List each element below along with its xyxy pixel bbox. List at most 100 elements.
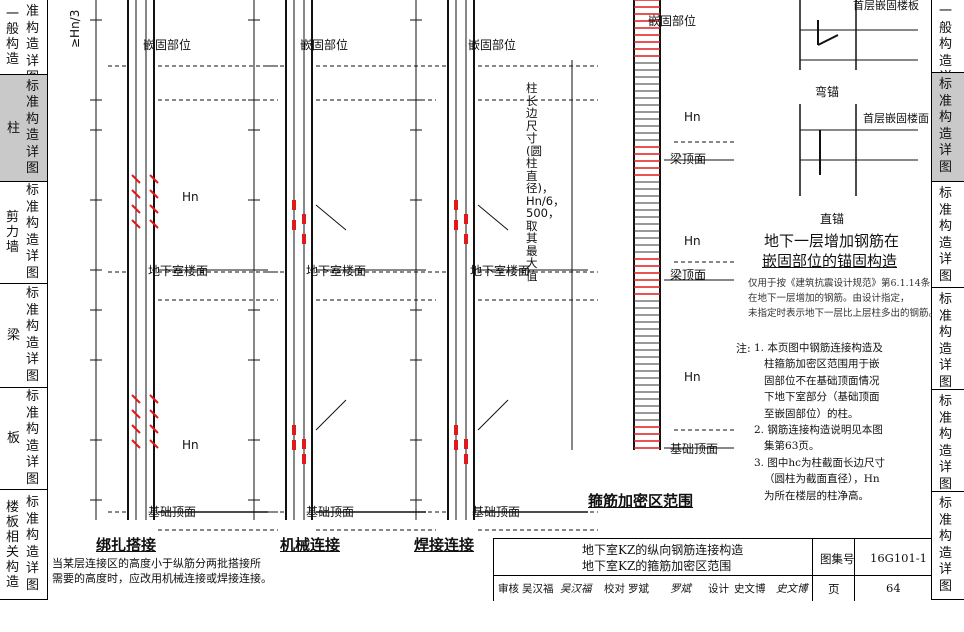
note-line: 1. 本页图中钢筋连接构造及	[754, 342, 883, 354]
leader-line	[477, 399, 509, 431]
nav-item-4[interactable]: 板标准构造详图	[0, 388, 47, 490]
design-label: 设计	[708, 583, 729, 595]
nav-item-std: 标准构造详图	[26, 389, 40, 487]
connector-mark	[454, 200, 458, 210]
review-label: 审核	[498, 583, 519, 595]
right-nav-item-0[interactable]: 一般构造详图	[932, 0, 964, 102]
hn-label-5: Hn	[684, 234, 701, 248]
lap-note: 当某层连接区的高度小于纵筋分两批搭接所 需要的高度时，应改用机械连接或焊接连接。	[52, 556, 272, 586]
lap-splice-mark	[149, 189, 159, 199]
right-nav-item-2[interactable]: 标准构造详图	[932, 182, 964, 288]
nav-item-std: 标准构造详图	[26, 495, 40, 593]
nav-item-1[interactable]: 柱标准构造详图	[0, 75, 47, 182]
right-nav-label: 标准构造详图	[939, 394, 953, 492]
anchor-title-1: 地下一层增加钢筋在	[764, 232, 900, 250]
note-line: 下地下室部分（基础顶面	[754, 391, 880, 404]
foundation-top-1: 基础顶面	[148, 505, 197, 519]
connector-mark	[302, 234, 306, 244]
lap-splice-mark	[131, 189, 141, 199]
right-nav-item-1[interactable]: 标准构造详图	[932, 73, 964, 182]
review-name: 吴汉福	[522, 583, 554, 595]
lap-splice-mark	[131, 424, 141, 434]
design-name: 史文博	[734, 583, 766, 595]
lap-splice-mark	[149, 409, 159, 419]
connector-mark	[292, 425, 296, 435]
lap-splice-mark	[149, 439, 159, 449]
nav-item-3[interactable]: 梁标准构造详图	[0, 284, 47, 388]
hn-label-1: Hn	[182, 190, 199, 204]
nav-item-label: 楼板相关构造	[6, 499, 20, 590]
title-block: 地下室KZ的纵向钢筋连接构造 地下室KZ的箍筋加密区范围 图集号 16G101-…	[493, 538, 932, 601]
connector-mark	[454, 440, 458, 450]
nav-item-2[interactable]: 剪力墙标准构造详图	[0, 182, 47, 284]
embed-label-2: 嵌固部位	[300, 38, 349, 52]
right-nav-label: 一般构造详图	[939, 4, 953, 102]
review-signature: 吴汉福	[560, 583, 592, 595]
lap-splice-mark	[149, 424, 159, 434]
bend-anchor-label: 弯锚	[815, 85, 840, 99]
hn3-label-1: ≥Hn/3	[68, 9, 82, 48]
first-floor-label: 首层嵌固楼面	[863, 112, 929, 125]
hn-label-1b: Hn	[182, 438, 199, 452]
lap-note-line-2: 需要的高度时，应改用机械连接或焊接连接。	[52, 572, 272, 585]
basement-floor-1: 地下室楼面	[148, 264, 209, 278]
anchor-desc-2: 在地下一层增加的钢筋。由设计指定，	[748, 293, 910, 304]
nav-item-label: 剪力墙	[6, 210, 20, 255]
page-number: 64	[886, 581, 901, 595]
embed-label-4: 嵌固部位	[648, 14, 697, 28]
lap-splice-mark	[131, 219, 141, 229]
right-nav-item-5[interactable]: 标准构造详图	[932, 492, 964, 600]
lap-splice-mark	[149, 219, 159, 229]
connector-mark	[464, 454, 468, 464]
connector-mark	[292, 440, 296, 450]
note-line: 为所在楼层的柱净高。	[754, 489, 870, 502]
embed-label-3: 嵌固部位	[468, 38, 517, 52]
design-signature: 史文博	[776, 583, 808, 595]
nav-item-label: 梁	[6, 328, 20, 343]
embed-label-1: 嵌固部位	[143, 38, 192, 52]
leader-line	[315, 204, 347, 231]
foundation-top-2: 基础顶面	[306, 505, 355, 519]
lap-splice-mark	[149, 204, 159, 214]
caption-lap: 绑扎搭接	[96, 536, 157, 554]
right-sidebar: 一般构造详图标准构造详图标准构造详图标准构造详图标准构造详图标准构造详图	[931, 0, 964, 600]
atlas-number: 16G101-1	[870, 551, 927, 565]
right-nav-label: 标准构造详图	[939, 186, 953, 284]
anchor-bar	[817, 34, 839, 46]
lap-splice-mark	[131, 204, 141, 214]
connector-mark	[454, 220, 458, 230]
nav-item-label: 板	[6, 431, 20, 446]
caption-mech: 机械连接	[280, 536, 341, 554]
top-floor-label: 首层嵌固楼板	[853, 0, 919, 12]
note-line: 至嵌固部位）的柱。	[754, 407, 859, 420]
connector-mark	[454, 425, 458, 435]
nav-item-std: 标准构造详图	[26, 78, 40, 177]
right-nav-item-3[interactable]: 标准构造详图	[932, 288, 964, 390]
right-nav-item-4[interactable]: 标准构造详图	[932, 390, 964, 492]
leader-line	[315, 399, 347, 431]
caption-stirrup: 箍筋加密区范围	[588, 492, 694, 510]
lap-splice-mark	[149, 394, 159, 404]
nav-item-std: 标准构造详图	[26, 286, 40, 384]
drawing-area: ≥Hn/3 嵌固部位 地下室楼面 基础顶面 Hn Hn 嵌固部位 地下室楼面 基…	[48, 0, 938, 565]
anchor-desc-1: 仅用于按《建筑抗震设计规范》第6.1.14条	[748, 278, 931, 289]
title-line-1: 地下室KZ的纵向钢筋连接构造	[582, 543, 744, 557]
lap-splice-mark	[149, 174, 159, 184]
right-nav-label: 标准构造详图	[939, 292, 953, 390]
note-line: 3. 图中hc为柱截面长边尺寸	[754, 456, 885, 469]
nav-item-label: 一般构造	[6, 7, 20, 67]
right-nav-label: 标准构造详图	[939, 77, 953, 175]
rebar-drawing	[90, 0, 918, 531]
foundation-top-3: 基础顶面	[472, 505, 521, 519]
foundation-top-4: 基础顶面	[670, 442, 719, 456]
connector-mark	[464, 214, 468, 224]
anchor-title-2: 嵌固部位的锚固构造	[762, 252, 898, 270]
connector-mark	[302, 214, 306, 224]
connector-mark	[302, 439, 306, 449]
right-nav-label: 标准构造详图	[939, 496, 953, 594]
basement-floor-2: 地下室楼面	[306, 264, 367, 278]
hn-label-6: Hn	[684, 370, 701, 384]
nav-item-5[interactable]: 楼板相关构造标准构造详图	[0, 490, 47, 600]
left-sidebar: 一般构造标准构造详图柱标准构造详图剪力墙标准构造详图梁标准构造详图板标准构造详图…	[0, 0, 48, 600]
